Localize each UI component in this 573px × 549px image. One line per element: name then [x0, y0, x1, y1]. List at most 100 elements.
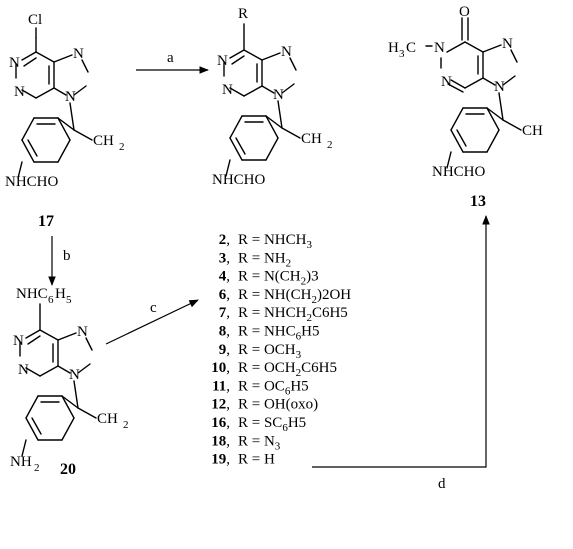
r-list-comma: , — [226, 452, 230, 468]
r-list-subscript: 2 — [296, 367, 302, 379]
r-list-comma: , — [226, 415, 230, 431]
atom-o-13: O — [459, 4, 470, 20]
reagent-d: d — [438, 476, 446, 492]
atom-n1-20: N — [13, 333, 24, 349]
r-list-formula: R = SC — [238, 415, 282, 431]
r-list-formula: R = OH(oxo) — [238, 397, 318, 413]
atom-cl-17: Cl — [28, 12, 42, 28]
r-list-formula: R = NHCH — [238, 305, 307, 321]
r-list-subscript: 3 — [275, 440, 281, 452]
r-list-comma: , — [226, 269, 230, 285]
atom-n1-17: N — [9, 55, 20, 71]
label-compound-20: 20 — [60, 461, 76, 478]
atom-n3-17: N — [14, 84, 25, 100]
r-list-item: 2,R = NHCH3 — [219, 232, 313, 251]
r-list-comma: , — [226, 378, 230, 394]
r-list-number: 4 — [219, 269, 227, 285]
atom-nhc6h5-20: NHC — [16, 286, 48, 302]
r-list-number: 6 — [219, 287, 227, 303]
r-list-formula: R = H — [238, 452, 275, 468]
r-list-comma: , — [226, 287, 230, 303]
r-list-number: 18 — [211, 433, 226, 449]
r-list-comma: , — [226, 250, 230, 266]
arrow-c — [105, 299, 199, 345]
r-list-item: 16, R = SC6H5 — [211, 415, 306, 434]
r-list-tail: )3 — [306, 269, 319, 285]
atom-n1-13: N — [434, 40, 445, 56]
r-list-number: 11 — [212, 378, 226, 394]
r-list-formula: R = NHC — [238, 324, 296, 340]
reagent-c: c — [150, 300, 157, 316]
r-list-number: 8 — [219, 324, 227, 340]
r-list-formula: R = NH — [238, 250, 286, 266]
r-list-comma: , — [226, 305, 230, 321]
r-list-formula: R = OCH — [238, 342, 296, 358]
r-list-number: 2 — [219, 232, 227, 248]
r-list-number: 19 — [211, 452, 226, 468]
r-list-number: 7 — [219, 305, 227, 321]
atom-nh2-20: NH — [10, 454, 32, 470]
atom-n3-product: N — [222, 82, 233, 98]
r-list-item: 7,R = NHCH2C6H5 — [219, 305, 348, 324]
r-list-formula: R = NHCH — [238, 232, 307, 248]
r-list-subscript: 2 — [311, 294, 317, 306]
r-list-tail: C6H5 — [301, 360, 337, 376]
r-list-subscript: 6 — [285, 385, 291, 397]
r-list-subscript: 6 — [282, 422, 288, 434]
atom-n9-product: N — [273, 87, 284, 103]
r-list-item: 11, R = OC6H5 — [212, 378, 309, 397]
r-list-item: 10,R = OCH2C6H5 — [211, 360, 337, 379]
atom-nhc6h5-h-20: H — [55, 286, 66, 302]
atom-ch2-17: CH — [93, 133, 114, 149]
label-compound-13: 13 — [470, 193, 486, 210]
atom-n3-20: N — [18, 362, 29, 378]
r-list-formula: R = N — [238, 433, 275, 449]
atom-n1-product: N — [217, 53, 228, 69]
atom-nhcho-product: NHCHO — [212, 172, 266, 188]
r-list-item: 19, R = H — [211, 452, 275, 468]
atom-ch-13: CH — [522, 123, 543, 139]
r-list-item: 6, R = NH(CH2)2OH — [219, 287, 352, 306]
r-list-item: 9,R = OCH3 — [219, 342, 302, 361]
r-list-formula: R = OC — [238, 378, 285, 394]
atom-ch2-sub-20: 2 — [123, 419, 129, 431]
r-list-comma: , — [226, 232, 230, 248]
atom-n7-product: N — [281, 44, 292, 60]
r-list-tail: C6H5 — [312, 305, 348, 321]
atom-r-product: R — [238, 6, 248, 22]
r-list-number: 3 — [219, 250, 227, 266]
atom-nhcho-13: NHCHO — [432, 164, 486, 180]
r-list-number: 12 — [211, 397, 226, 413]
r-list-comma: , — [226, 397, 230, 413]
r-list-tail: H5 — [290, 378, 308, 394]
r-list-comma: , — [226, 342, 230, 358]
atom-nhcho-17: NHCHO — [5, 174, 59, 190]
r-list-number: 9 — [219, 342, 227, 358]
label-compound-17: 17 — [38, 213, 54, 230]
r-list-item: 12, R = OH(oxo) — [211, 397, 318, 413]
r-list-formula: R = NH(CH — [238, 287, 312, 303]
atom-nh2-sub-20: 2 — [34, 462, 40, 474]
atom-ch2-sub-17: 2 — [119, 141, 125, 153]
r-list-number: 16 — [211, 415, 227, 431]
r-list-tail: )2OH — [317, 287, 351, 303]
atom-n3-13: N — [441, 74, 452, 90]
arrow-d — [312, 215, 490, 468]
r-list-item: 4,R = N(CH2)3 — [219, 269, 319, 288]
atom-n9-20: N — [69, 367, 80, 383]
reagent-b: b — [63, 248, 71, 264]
atom-n9-17: N — [65, 89, 76, 105]
atom-nhc6h5-sub2-20: 5 — [66, 294, 72, 306]
r-list-subscript: 2 — [286, 257, 292, 269]
atom-nhc6h5-sub1-20: 6 — [48, 294, 54, 306]
atom-ch2-product: CH — [301, 131, 322, 147]
r-list-item: 8,R = NHC6H5 — [219, 324, 320, 343]
r-list-formula: R = OCH — [238, 360, 296, 376]
atom-n7-13: N — [502, 36, 513, 52]
atom-h3c-h-13: H — [388, 40, 399, 56]
r-list-tail: H5 — [301, 324, 319, 340]
r-list-tail: H5 — [288, 415, 306, 431]
compound-13-structure — [425, 17, 522, 169]
